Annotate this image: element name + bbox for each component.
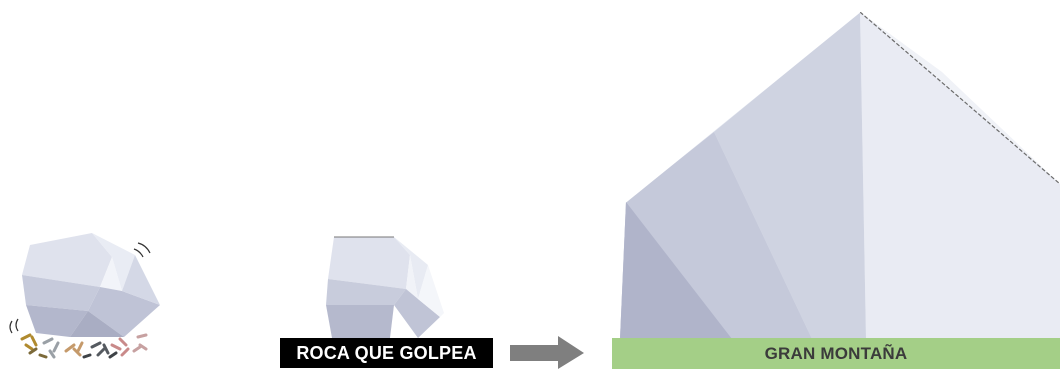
mountain-icon xyxy=(620,12,1060,339)
mountain-label: GRAN MONTAÑA xyxy=(612,338,1060,369)
rock-label: ROCA QUE GOLPEA xyxy=(280,338,493,368)
arrow-right-icon xyxy=(510,336,584,369)
rock-striking-icon xyxy=(9,233,160,359)
rock-icon xyxy=(326,236,444,338)
